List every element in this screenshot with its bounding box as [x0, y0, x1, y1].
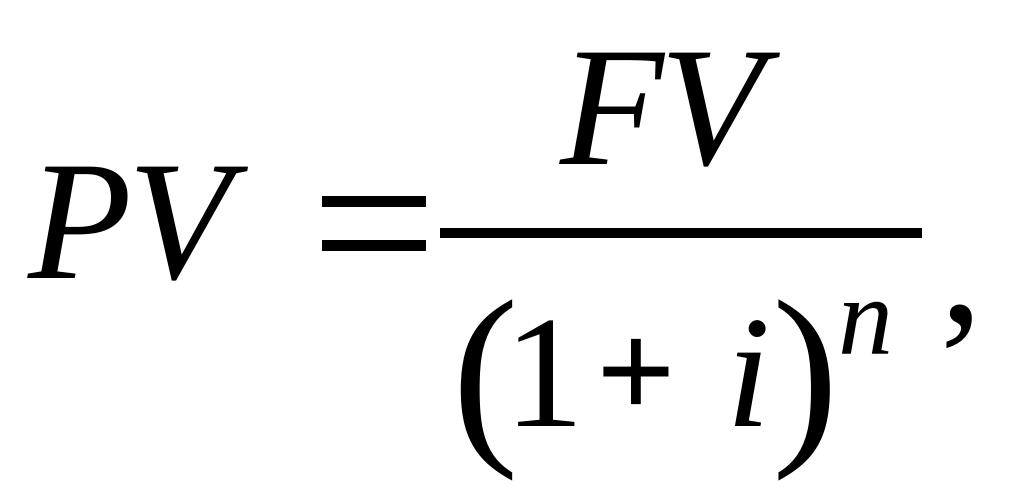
fraction-numerator-fv: FV: [560, 13, 764, 201]
trailing-comma: ,: [940, 171, 983, 359]
denominator-close-paren: ): [772, 261, 839, 482]
fraction-line: [440, 228, 922, 238]
equals-sign-top-bar: [322, 196, 426, 207]
formula-lhs-pv: PV: [28, 127, 232, 315]
denominator-variable-i: i: [726, 283, 771, 461]
denominator-plus-sign: +: [596, 294, 676, 449]
denominator-one: 1: [504, 283, 584, 461]
denominator-exponent-n: n: [838, 256, 893, 378]
denominator-open-paren: (: [452, 261, 519, 482]
equals-sign-bottom-bar: [322, 240, 426, 251]
